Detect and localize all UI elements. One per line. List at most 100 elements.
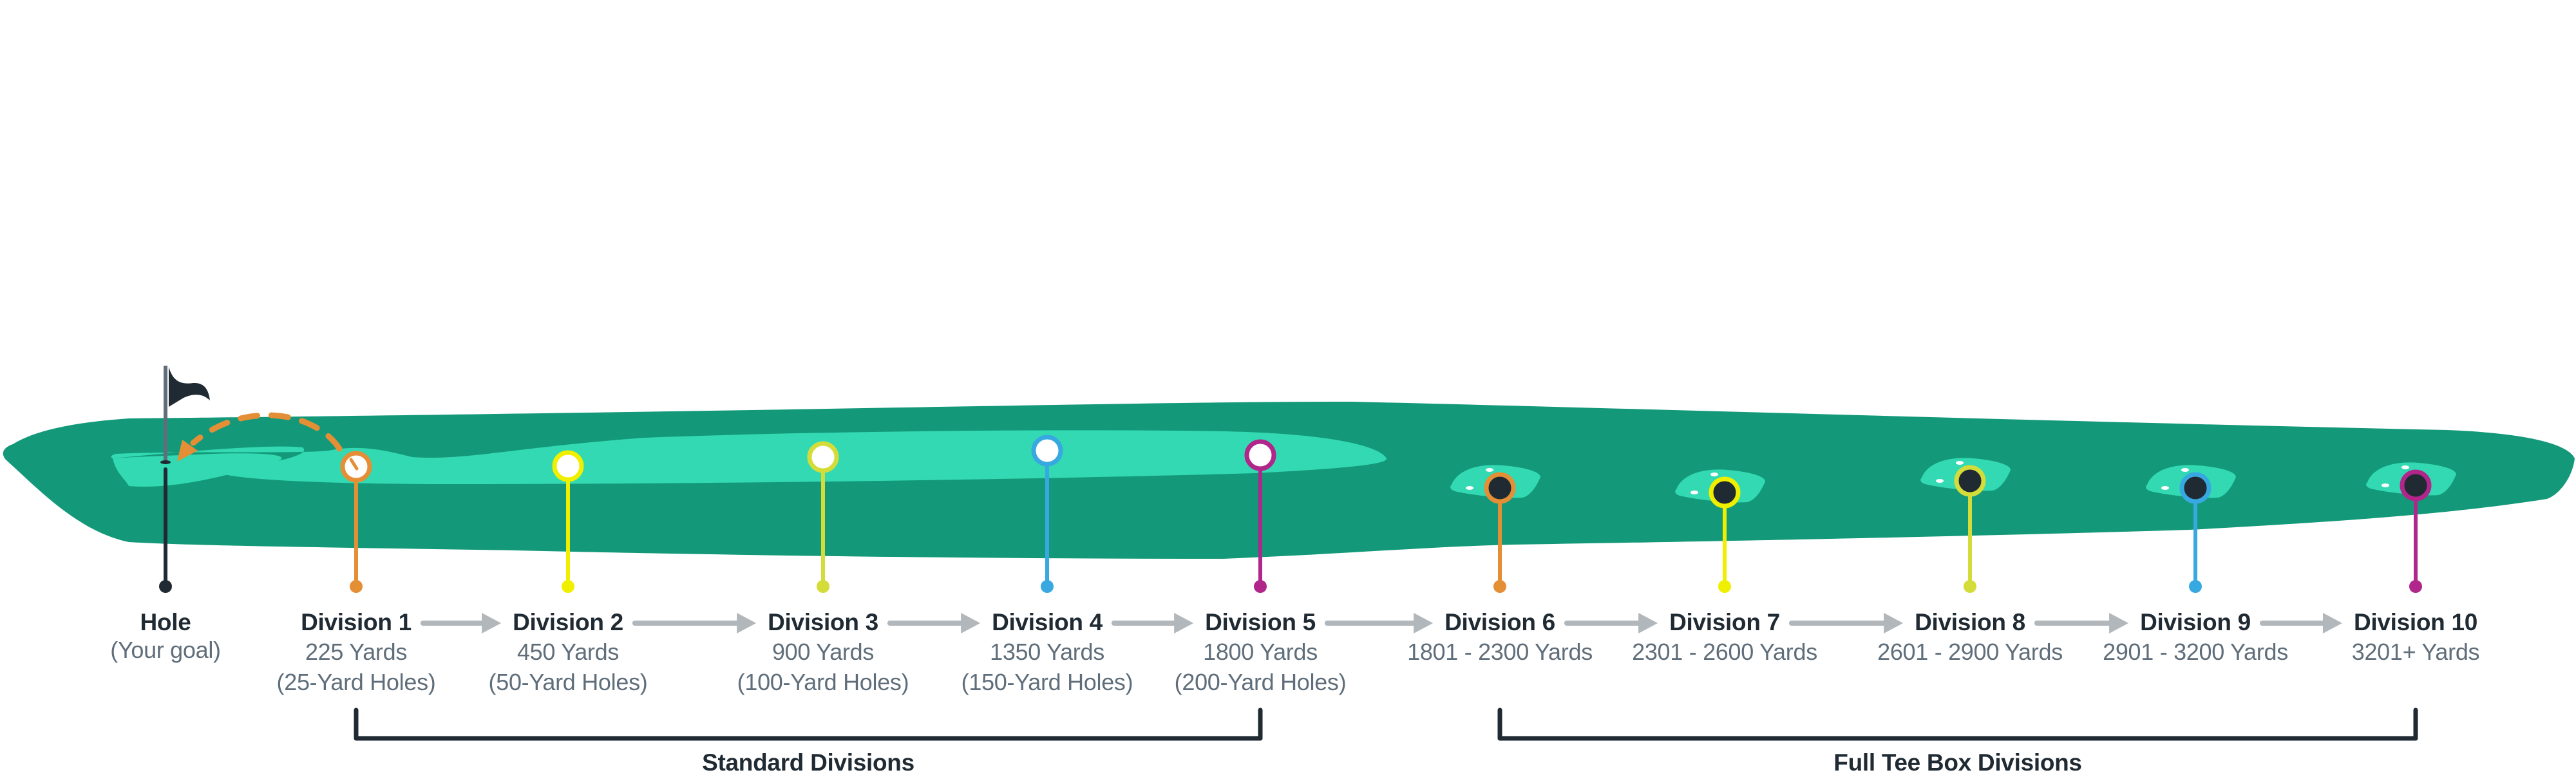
division-label-2: Division 2 450 Yards (50-Yard Holes) <box>489 608 648 697</box>
ball-marker-icon <box>1244 439 1276 471</box>
arrow-head <box>482 613 502 633</box>
division-yardage: 900 Yards <box>772 639 875 665</box>
hole-icon <box>159 366 210 593</box>
full-tee-box-divisions-label: Full Tee Box Divisions <box>1833 749 2082 776</box>
tee-marker-icon <box>1709 476 1741 509</box>
right-arrow-icon <box>1324 613 1434 633</box>
tee-marker-dot <box>2382 483 2389 487</box>
putting-green <box>113 453 282 487</box>
division-marker-4 <box>1031 435 1063 593</box>
pin-dot <box>159 580 172 593</box>
division-title: Division 6 <box>1444 609 1555 635</box>
tee-marker-dot <box>2161 486 2169 490</box>
ball-mark <box>349 458 359 471</box>
marker-dot <box>350 580 363 593</box>
marker-dot <box>1493 580 1506 593</box>
division-label-1: Division 1 225 Yards (25-Yard Holes) <box>277 608 436 697</box>
division-yardage: 3201+ Yards <box>2351 639 2480 665</box>
division-title: Division 3 <box>768 609 878 635</box>
division-title: Division 1 <box>301 609 412 635</box>
marker-dot <box>2409 580 2422 593</box>
ball-marker-icon <box>1031 435 1063 467</box>
hole-label: Hole (Your goal) <box>110 608 221 664</box>
division-marker-2 <box>552 450 584 593</box>
tee-marker-dot <box>1486 468 1493 472</box>
arrow-head <box>1638 613 1658 633</box>
right-arrow-icon <box>632 613 757 633</box>
division-title: Division 7 <box>1669 609 1780 635</box>
marker-dot <box>1041 580 1054 593</box>
division-title: Division 9 <box>2140 609 2251 635</box>
division-title: Division 8 <box>1915 609 2025 635</box>
green-strip <box>111 430 1387 484</box>
marker-dot <box>2189 580 2202 593</box>
division-hole-length: (50-Yard Holes) <box>488 669 648 695</box>
division-yardage: 2601 - 2900 Yards <box>1877 639 2063 665</box>
division-label-6: Division 6 1801 - 2300 Yards <box>1407 608 1593 667</box>
division-title: Division 10 <box>2353 609 2478 635</box>
marker-stem <box>1045 463 1049 586</box>
marker-stem <box>1498 501 1502 586</box>
division-label-5: Division 5 1800 Yards (200-Yard Holes) <box>1175 608 1347 697</box>
division-yardage: 1800 Yards <box>1203 639 1318 665</box>
division-marker-10 <box>2400 469 2432 593</box>
tee-marker-icon <box>2400 469 2432 501</box>
marker-stem <box>2414 498 2418 586</box>
standard-divisions-label: Standard Divisions <box>702 749 914 776</box>
group-brackets <box>354 707 2418 741</box>
right-arrow-icon <box>1788 613 1904 633</box>
division-marker-3 <box>807 441 839 593</box>
tee-marker-dot <box>2401 465 2409 469</box>
marker-stem <box>2193 501 2197 586</box>
division-hole-length: (200-Yard Holes) <box>1174 669 1347 695</box>
division-title: Division 2 <box>513 609 623 635</box>
division-yardage: 1801 - 2300 Yards <box>1407 639 1593 665</box>
tee-marker-dot <box>1690 491 1698 494</box>
marker-stem <box>821 470 825 586</box>
division-markers <box>340 435 2432 593</box>
division-yardage: 450 Yards <box>516 639 620 665</box>
division-yardage: 2901 - 3200 Yards <box>2103 639 2288 665</box>
tee-marker-dot <box>1710 473 1718 476</box>
division-label-3: Division 3 900 Yards (100-Yard Holes) <box>737 608 909 697</box>
arrow-head <box>1174 613 1194 633</box>
division-hole-length: (25-Yard Holes) <box>276 669 436 695</box>
tee-marker-dot <box>1936 479 1944 483</box>
right-arrow-icon <box>1564 613 1658 633</box>
division-label-9: Division 9 2901 - 3200 Yards <box>2103 608 2288 667</box>
division-yardage: 2301 - 2600 Yards <box>1632 639 1817 665</box>
marker-stem <box>1723 505 1727 586</box>
dashed-arrow-icon <box>177 412 343 462</box>
division-label-10: Division 10 3201+ Yards <box>2352 608 2480 667</box>
division-hole-length: (100-Yard Holes) <box>737 669 909 695</box>
tee-marker-dot <box>1466 486 1473 490</box>
arrow-head <box>961 613 981 633</box>
right-arrow-icon <box>1111 613 1194 633</box>
standard-bracket <box>354 707 1263 741</box>
tee-marker-dot <box>2181 468 2189 472</box>
division-title: Division 5 <box>1205 609 1316 635</box>
hole-title: Hole <box>140 609 191 635</box>
marker-dot <box>1718 580 1731 593</box>
tee-marker-dot <box>1956 461 1964 465</box>
tee-marker-icon <box>1484 472 1516 504</box>
right-arrow-icon <box>887 613 981 633</box>
division-title: Division 4 <box>992 609 1103 635</box>
tee-marker-icon <box>1954 465 1986 497</box>
marker-dot <box>1254 580 1267 593</box>
arrow-head <box>737 613 757 633</box>
flag-icon <box>169 367 210 407</box>
division-marker-9 <box>2179 472 2211 593</box>
right-arrow-icon <box>420 613 502 633</box>
division-hole-length: (150-Yard Holes) <box>961 669 1133 695</box>
cup <box>160 460 171 464</box>
marker-dot <box>817 580 829 593</box>
division-yardage: 225 Yards <box>305 639 408 665</box>
division-yardage: 1350 Yards <box>990 639 1104 665</box>
right-arrow-icon <box>2259 613 2342 633</box>
division-label-7: Division 7 2301 - 2600 Yards <box>1632 608 1817 667</box>
tee-marker-icon <box>2179 472 2211 504</box>
division-label-8: Division 8 2601 - 2900 Yards <box>1877 608 2063 667</box>
marker-dot <box>1964 580 1976 593</box>
